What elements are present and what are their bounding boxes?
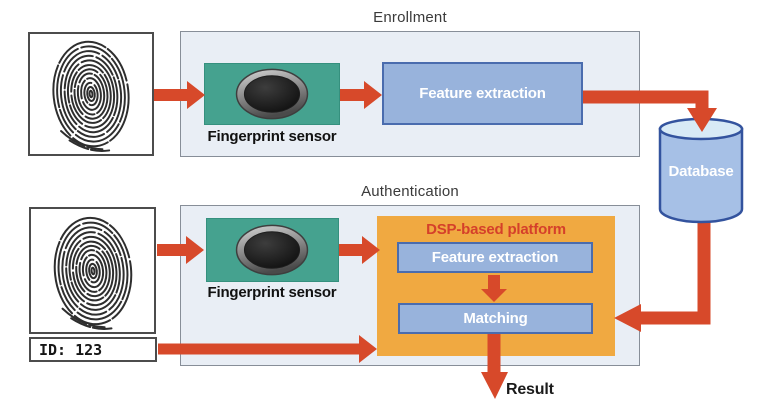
enrollment-sensor-label: Fingerprint sensor [207, 128, 337, 145]
database: Database [658, 117, 744, 229]
enrollment-feature-extraction-label: Feature extraction [419, 85, 546, 102]
authentication-title: Authentication [361, 183, 459, 200]
sensor-surface-icon [235, 68, 309, 120]
sensor-surface-icon [235, 224, 309, 276]
enrollment-fingerprint-image [28, 32, 154, 156]
authentication-sensor-label: Fingerprint sensor [207, 284, 337, 301]
database-label: Database [668, 163, 734, 180]
authentication-feature-extraction-box: Feature extraction [397, 242, 593, 273]
authentication-fingerprint-sensor [206, 218, 339, 282]
matching-label: Matching [463, 310, 528, 327]
authentication-fingerprint-image [29, 207, 156, 334]
result-label: Result [506, 381, 554, 398]
fingerprint-icon [52, 40, 130, 152]
matching-box: Matching [398, 303, 593, 334]
enrollment-feature-extraction-box: Feature extraction [382, 62, 583, 125]
id-value: ID: 123 [39, 340, 103, 359]
enrollment-title: Enrollment [373, 9, 447, 26]
dsp-platform-label: DSP-based platform [426, 221, 566, 238]
id-field: ID: 123 [29, 337, 157, 362]
authentication-feature-extraction-label: Feature extraction [431, 249, 559, 266]
enrollment-fingerprint-sensor [204, 63, 340, 125]
fingerprint-icon [53, 216, 132, 330]
